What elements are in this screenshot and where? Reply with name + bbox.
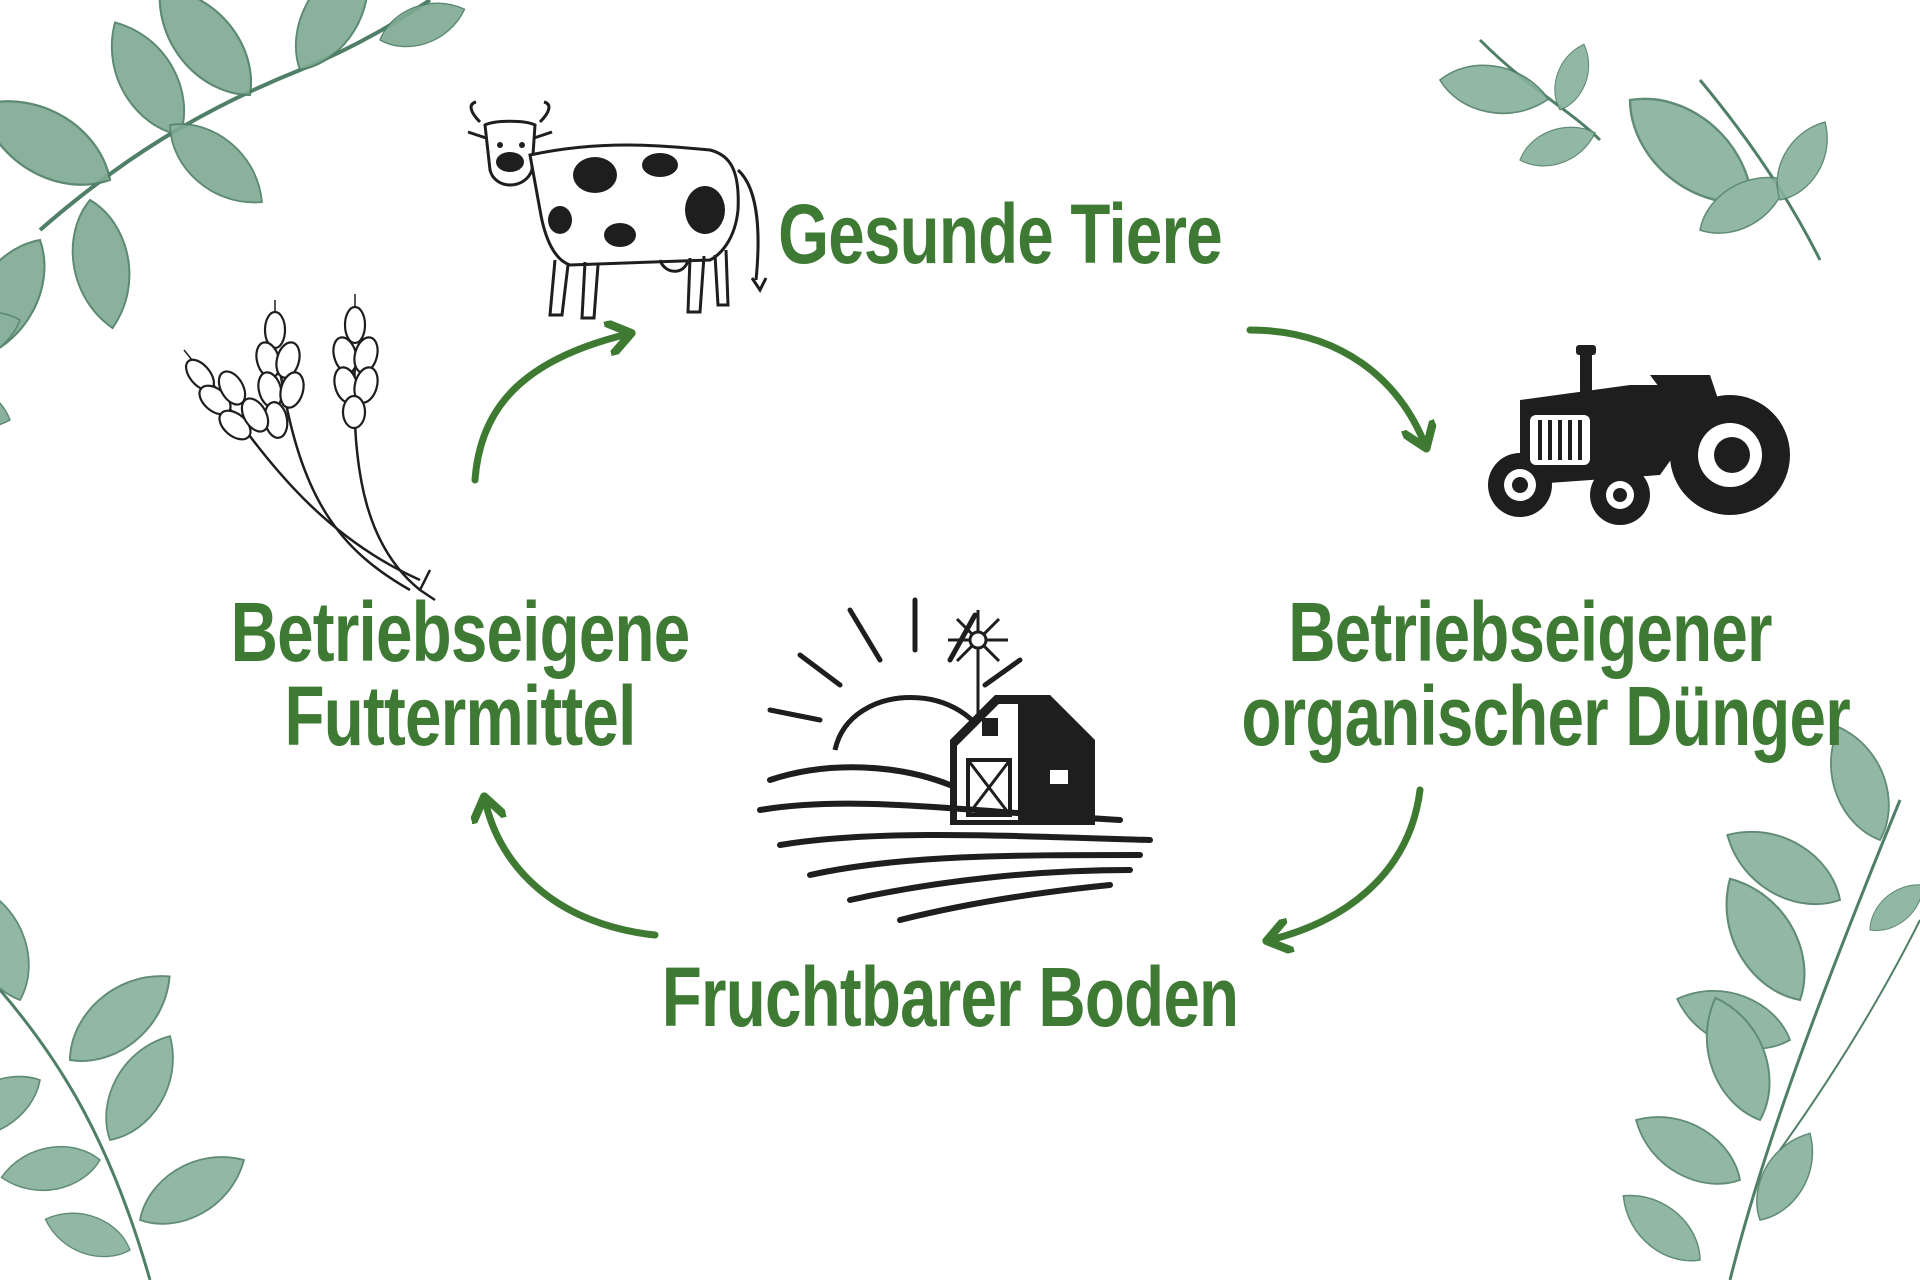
label-own-feed: Betriebseigene Futtermittel — [218, 590, 702, 758]
label-healthy-animals: Gesunde Tiere — [750, 192, 1249, 276]
leaf-branch-bottom-right — [1609, 717, 1920, 1280]
leaf-branch-top-right — [1435, 38, 1843, 261]
arrow-animals-to-fertilizer — [1246, 326, 1425, 445]
wheat-icon — [183, 294, 436, 602]
label-fertile-soil-text: Fruchtbarer Boden — [661, 950, 1239, 1044]
cow-icon — [467, 100, 768, 320]
label-own-fertilizer-line2: organischer Dünger — [1241, 669, 1850, 763]
label-own-feed-line1: Betriebseigene — [230, 585, 691, 679]
tractor-icon — [1488, 345, 1790, 525]
farm-barn-icon — [757, 597, 1153, 923]
label-own-fertilizer-line1: Betriebseigener — [1288, 585, 1772, 679]
label-own-feed-line2: Futtermittel — [284, 669, 637, 763]
leaf-branch-top-left — [0, 0, 472, 441]
arrow-feed-to-animals — [471, 334, 628, 484]
label-fertile-soil: Fruchtbarer Boden — [646, 955, 1254, 1039]
arrow-fertilizer-to-soil — [1270, 786, 1424, 940]
label-healthy-animals-text: Gesunde Tiere — [778, 187, 1223, 281]
arrow-soil-to-feed — [485, 800, 659, 939]
leaf-branch-bottom-left — [0, 877, 258, 1280]
label-own-fertilizer: Betriebseigener organischer Dünger — [1241, 585, 1850, 763]
